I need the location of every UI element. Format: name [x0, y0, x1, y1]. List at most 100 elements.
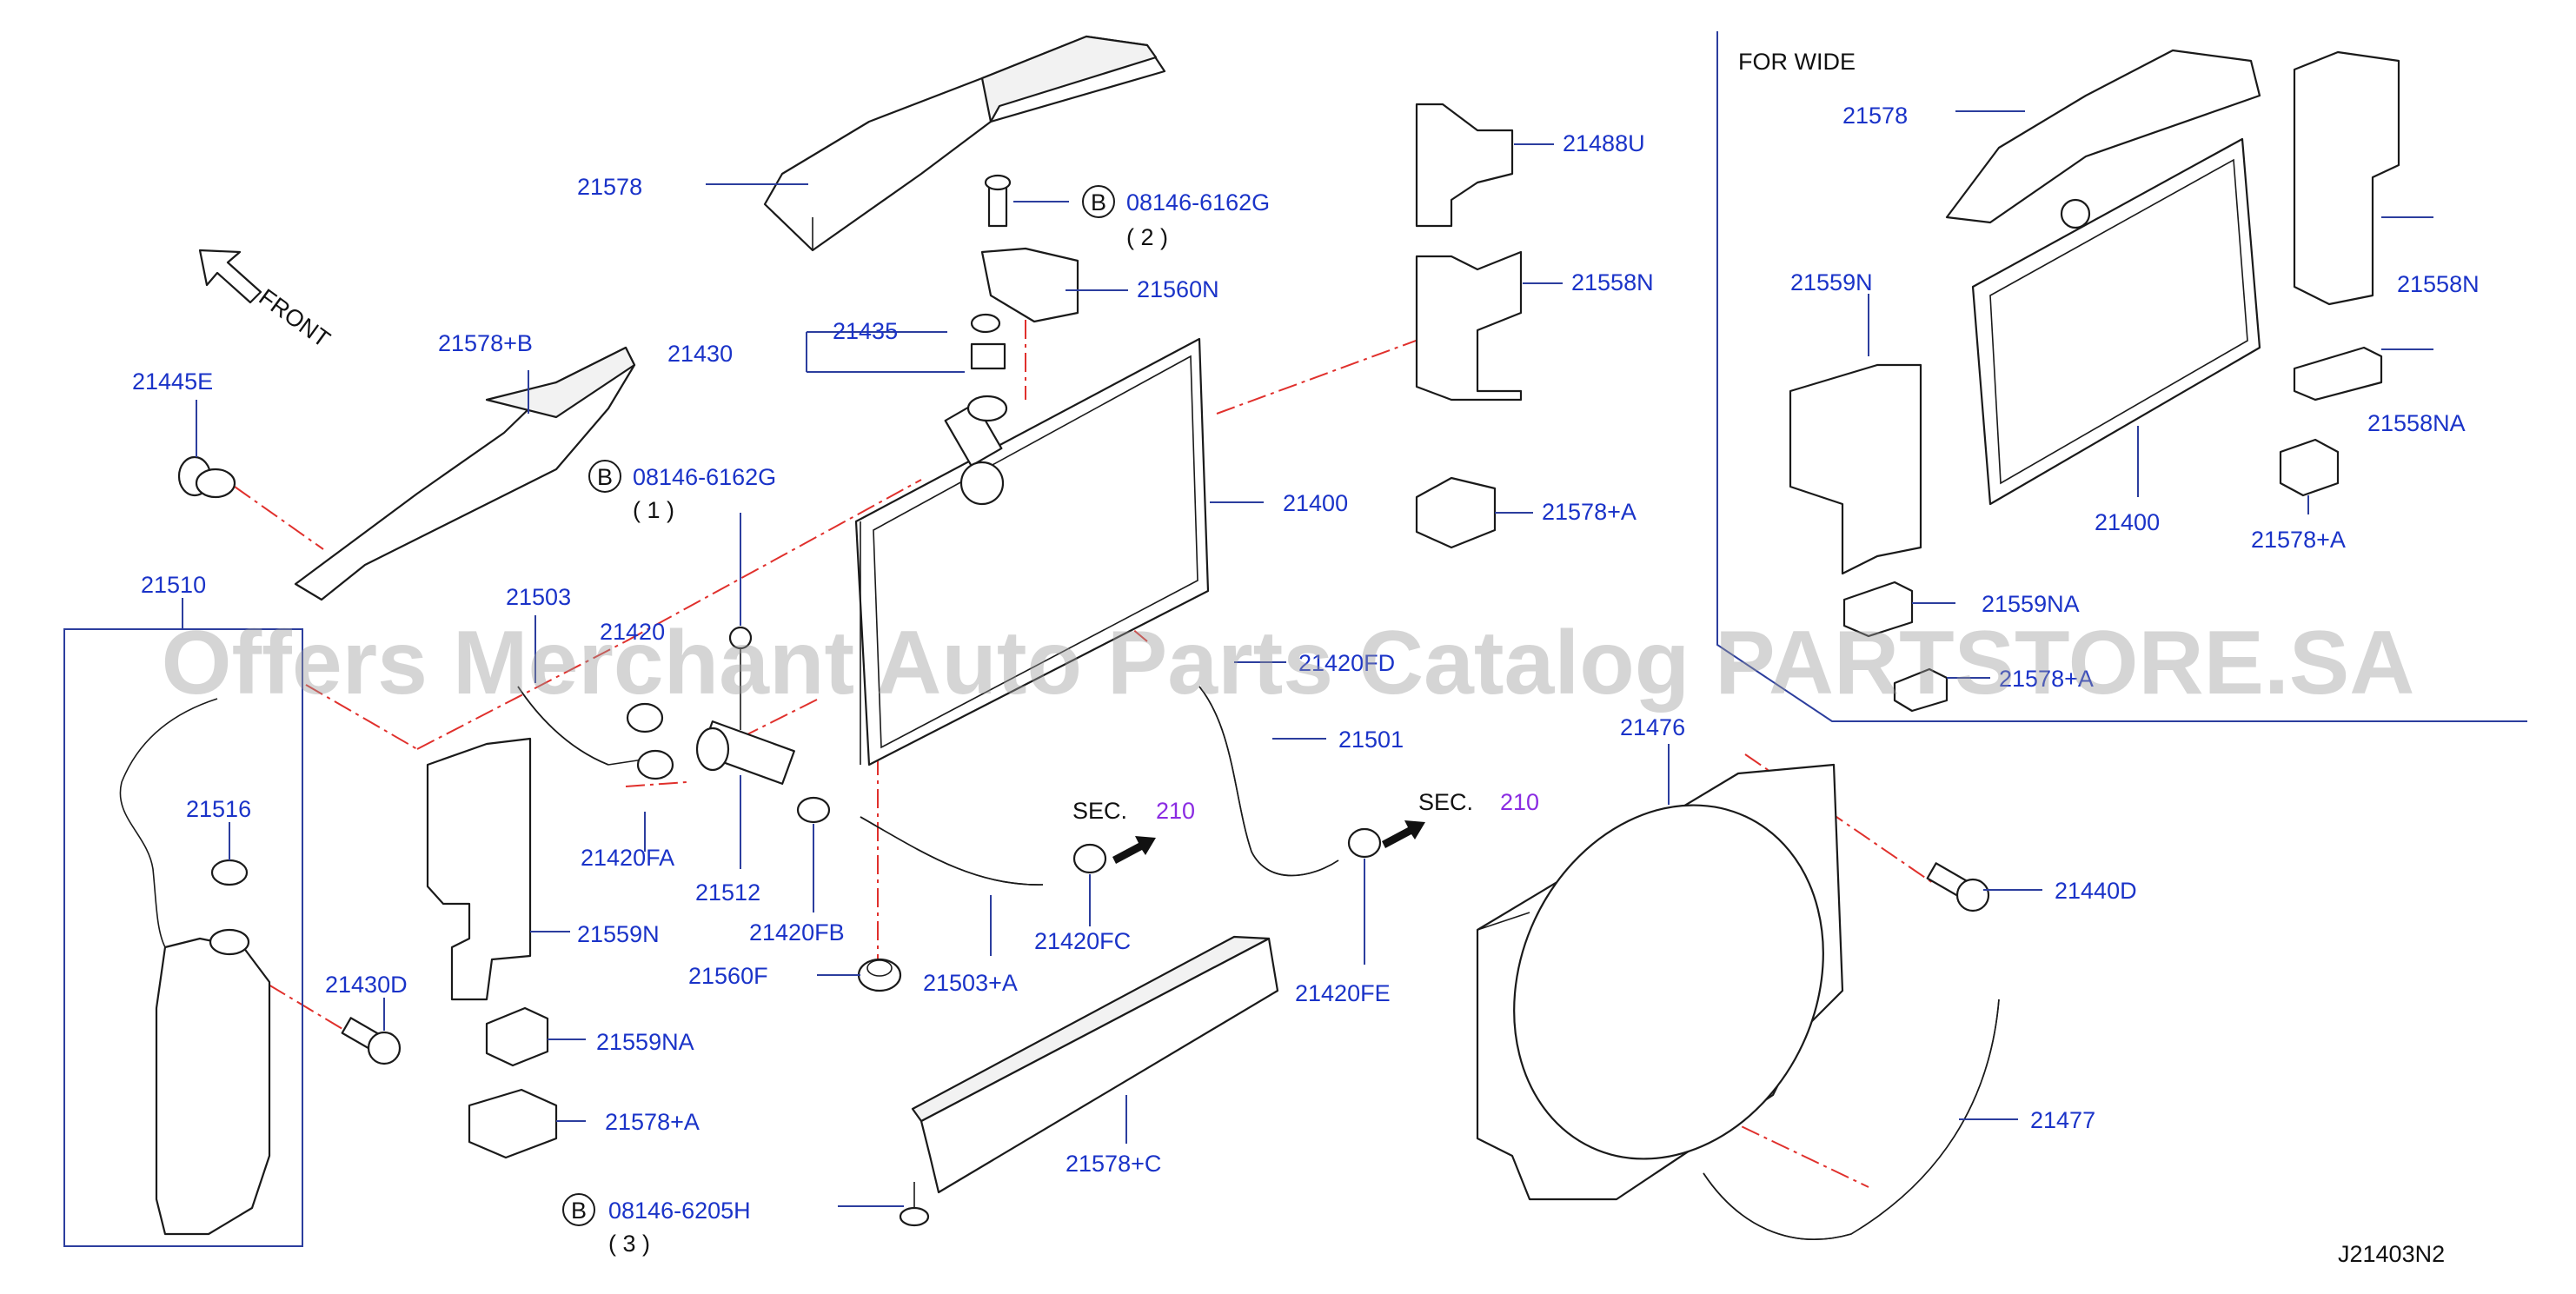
part-label: 21501 [1338, 727, 1404, 753]
part-label: 21558N [2397, 271, 2480, 297]
part-label: 21503+A [923, 970, 1018, 996]
sec-number: 210 [1156, 798, 1195, 824]
seal-block-21578A-upper [1415, 476, 1497, 549]
bolt-21430D [341, 1017, 402, 1065]
part-label: 21578+A [2251, 527, 2346, 553]
part-label: 21488U [1563, 130, 1645, 156]
clip-21445E [177, 455, 236, 499]
part-label: 21420FE [1295, 980, 1391, 1006]
sec-prefix: SEC. [1072, 798, 1127, 824]
callout-part-number: 08146-6205H [608, 1198, 751, 1224]
part-label: 21477 [2030, 1107, 2095, 1133]
inset-block-21578A-lower [1893, 667, 1949, 713]
front-label: FRONT [254, 284, 335, 353]
part-label: 21440D [2055, 878, 2137, 904]
part-label: 21578+A [1542, 499, 1637, 525]
hose-clamps [626, 702, 1382, 874]
part-label: 21503 [506, 584, 571, 610]
radiator-21400 [854, 337, 1210, 766]
watermark: Offers Merchant Auto Parts Catalog PARTS… [162, 613, 2415, 713]
upper-mount-21560N [980, 174, 1079, 323]
inset-radiator-21400 [1971, 137, 2261, 506]
front-arrow-icon [198, 249, 262, 304]
part-label: 21558NA [2367, 410, 2466, 436]
inset-side-seal-21558N [2293, 50, 2400, 306]
side-bracket-21578B [294, 346, 636, 601]
side-seal-21559N [426, 737, 532, 1001]
side-seal-21558N [1415, 250, 1523, 401]
bolt-21440D [1926, 862, 1990, 912]
shroud-lower-21477 [1703, 999, 2000, 1240]
callout-quantity: ( 1 ) [633, 497, 674, 523]
fan-shroud-21476 [1476, 763, 1844, 1201]
part-label: 21400 [2095, 509, 2160, 535]
inset-frame [1716, 31, 2527, 722]
bolt-callout-2: B 08146-6162G ( 1 ) [588, 460, 776, 523]
part-label: 21560N [1137, 276, 1219, 302]
bracket-21488U [1415, 103, 1514, 228]
callout-quantity: ( 2 ) [1126, 224, 1168, 250]
inset-seal-21559NA [1842, 581, 1914, 638]
sec-arrow-icon-2 [1382, 820, 1425, 848]
callout-part-number: 08146-6162G [633, 464, 776, 490]
part-label: 21578+A [605, 1109, 700, 1135]
seal-block-21578A-lower [468, 1088, 558, 1159]
part-label: 21510 [141, 572, 206, 598]
part-label: 21559N [577, 921, 660, 947]
part-label: 21420 [600, 619, 665, 645]
part-label: 21435 [833, 318, 898, 344]
part-label: 21578 [1842, 103, 1908, 129]
bolt-callout-3: B 08146-6205H ( 3 ) [562, 1193, 751, 1257]
callout-quantity: ( 3 ) [608, 1231, 650, 1257]
part-label: 21578+A [1999, 666, 2094, 692]
diagram-code: J21403N2 [2338, 1241, 2445, 1267]
sec-number: 210 [1500, 789, 1539, 815]
part-label: 21558N [1571, 269, 1654, 295]
part-label: 21560F [688, 963, 768, 989]
callout-part-number: 08146-6162G [1126, 189, 1270, 216]
inset-seal-21558NA [2293, 346, 2383, 401]
part-label: 21578+C [1066, 1151, 1161, 1177]
part-label: 21430D [325, 972, 408, 998]
part-label: 21430 [667, 341, 733, 367]
sec-arrow-icon-1 [1112, 836, 1156, 864]
inset-air-guide-21578 [1945, 49, 2261, 224]
part-label: 21420FD [1298, 650, 1395, 676]
part-label: 21476 [1620, 714, 1685, 740]
bolt-callout-1: B 08146-6162G ( 2 ) [1082, 185, 1270, 250]
lower-air-guide-21578C [911, 935, 1279, 1194]
inset-block-21578A [2279, 438, 2340, 497]
part-label: 21578+B [438, 330, 533, 356]
part-label: 21559N [1790, 269, 1873, 295]
part-label: 21559NA [1982, 591, 2080, 617]
sec-prefix: SEC. [1418, 789, 1473, 815]
leader-lines [182, 110, 2433, 1207]
inset-side-seal-21559N [1789, 363, 1922, 575]
part-label: 21512 [695, 879, 760, 906]
hose-21501 [1198, 686, 1339, 877]
upper-hose-21503 [517, 686, 644, 766]
part-label: 21420FB [749, 919, 845, 946]
bolt-lower [899, 1182, 930, 1227]
section-reference-2: SEC. 210 [1418, 789, 1539, 815]
seal-block-21559NA [485, 1006, 549, 1067]
callout-letter: B [1091, 189, 1106, 216]
part-label: 21578 [577, 174, 642, 200]
grommet-21560F [857, 958, 902, 992]
reservoir-tank-21510 [119, 698, 271, 1236]
part-label: 21420FC [1034, 928, 1131, 954]
section-reference-1: SEC. 210 [1072, 798, 1195, 824]
part-label: 21400 [1283, 490, 1348, 516]
radiator-cap-21435 [966, 313, 1008, 422]
part-label: 21516 [186, 796, 251, 822]
upper-air-guide-21578 [763, 35, 1166, 252]
part-label: 21445E [132, 368, 213, 395]
part-label: 21420FA [581, 845, 674, 871]
inset-title: FOR WIDE [1738, 49, 1856, 75]
part-label-group: 21578 21445E 21578+B 21435 21430 21560N … [132, 103, 2480, 1177]
water-inlet-21512 [695, 626, 795, 785]
part-label: 21559NA [596, 1029, 694, 1055]
callout-letter: B [597, 464, 613, 490]
